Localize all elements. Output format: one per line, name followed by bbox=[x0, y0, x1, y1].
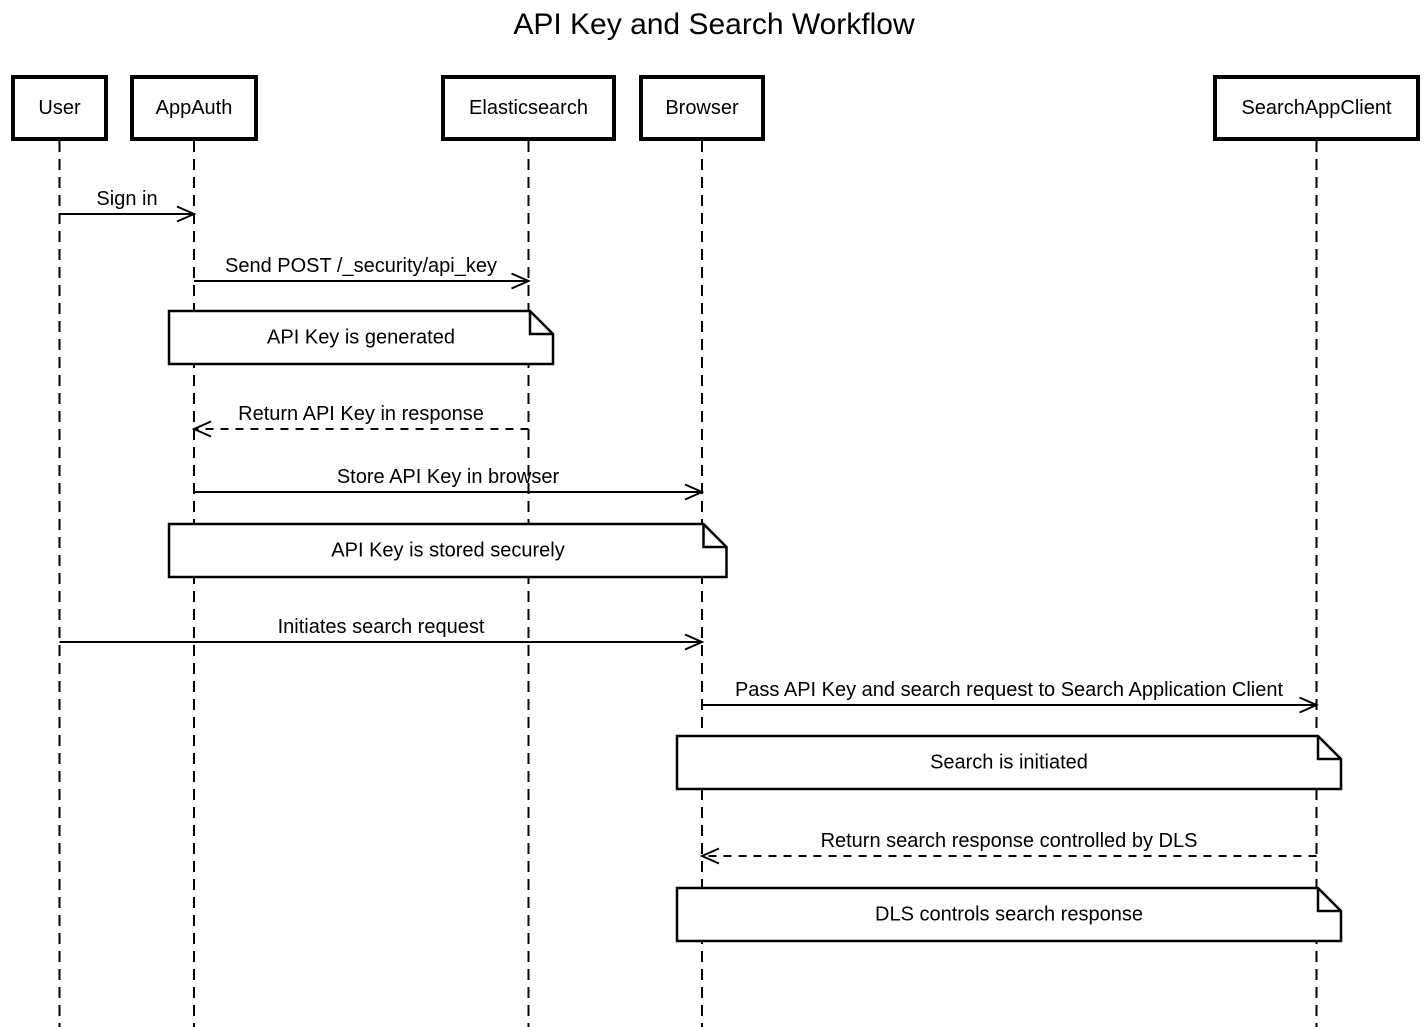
note-shape-dls-controls bbox=[675, 886, 1343, 943]
participant-browser-label: Browser bbox=[665, 96, 739, 119]
note-label-search-initiated: Search is initiated bbox=[930, 751, 1088, 774]
participant-user-label: User bbox=[38, 96, 81, 119]
participant-user: User bbox=[11, 75, 108, 141]
note-label-api-key-stored: API Key is stored securely bbox=[331, 539, 565, 562]
note-fold-icon bbox=[1316, 888, 1341, 913]
participant-elasticsearch-label: Elasticsearch bbox=[469, 96, 588, 119]
participant-elasticsearch: Elasticsearch bbox=[441, 75, 616, 141]
note-fold-icon bbox=[1316, 736, 1341, 761]
arrowhead-left-icon bbox=[191, 420, 212, 438]
note-label-dls-controls: DLS controls search response bbox=[875, 903, 1143, 926]
message-label-store-api-key: Store API Key in browser bbox=[336, 466, 560, 488]
participant-appauth: AppAuth bbox=[130, 75, 258, 141]
note-fold-icon bbox=[702, 524, 727, 549]
note-label-api-key-generated: API Key is generated bbox=[267, 326, 455, 349]
arrowhead-left-icon bbox=[699, 847, 720, 865]
arrowhead-right-icon bbox=[511, 272, 531, 290]
message-label-return-api-key: Return API Key in response bbox=[238, 403, 484, 425]
message-label-sign-in: Sign in bbox=[96, 188, 158, 210]
arrowhead-right-icon bbox=[1299, 696, 1319, 714]
diagram-title: API Key and Search Workflow bbox=[513, 8, 915, 41]
message-label-pass-api-key: Pass API Key and search request to Searc… bbox=[734, 679, 1284, 701]
message-label-return-search-response: Return search response controlled by DLS bbox=[820, 830, 1198, 852]
note-shape-api-key-stored bbox=[167, 522, 728, 579]
note-fold-icon bbox=[528, 311, 553, 336]
arrowhead-right-icon bbox=[176, 205, 197, 223]
arrowhead-right-icon bbox=[684, 483, 705, 501]
participant-searchappclient-label: SearchAppClient bbox=[1241, 96, 1392, 119]
arrowhead-right-icon bbox=[684, 633, 705, 651]
participant-searchappclient: SearchAppClient bbox=[1213, 75, 1420, 141]
message-label-initiates-search: Initiates search request bbox=[277, 616, 485, 638]
message-label-send-post: Send POST /_security/api_key bbox=[225, 255, 497, 277]
participant-browser: Browser bbox=[639, 75, 765, 141]
participant-appauth-label: AppAuth bbox=[155, 96, 233, 119]
note-shape-search-initiated bbox=[675, 734, 1343, 791]
note-shape-api-key-generated bbox=[167, 309, 555, 366]
